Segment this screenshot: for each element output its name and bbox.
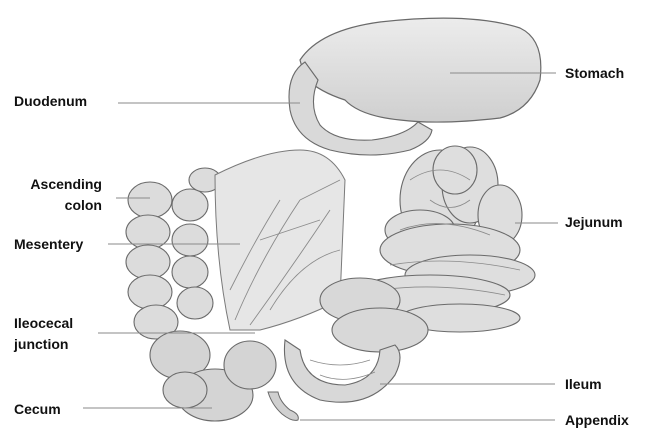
stomach-label: Stomach [565,64,624,82]
cecum-label: Cecum [14,400,61,418]
mesentery-label: Mesentery [14,235,83,253]
ileocecal-junction-label-line1: Ileocecal [14,314,73,332]
stomach-shape [300,18,541,122]
jejunum-label: Jejunum [565,213,623,231]
ascending-colon-label-line1: Ascending [14,175,102,193]
appendix-label: Appendix [565,411,629,429]
ileum-vessels [310,360,375,379]
ascending-colon-shape [126,168,221,339]
ileum-label: Ileum [565,375,602,393]
duodenum-label: Duodenum [14,92,87,110]
ascending-colon-label-line2: colon [14,196,102,214]
appendix-shape [268,392,298,420]
ileocecal-junction-label-line2: junction [14,335,68,353]
